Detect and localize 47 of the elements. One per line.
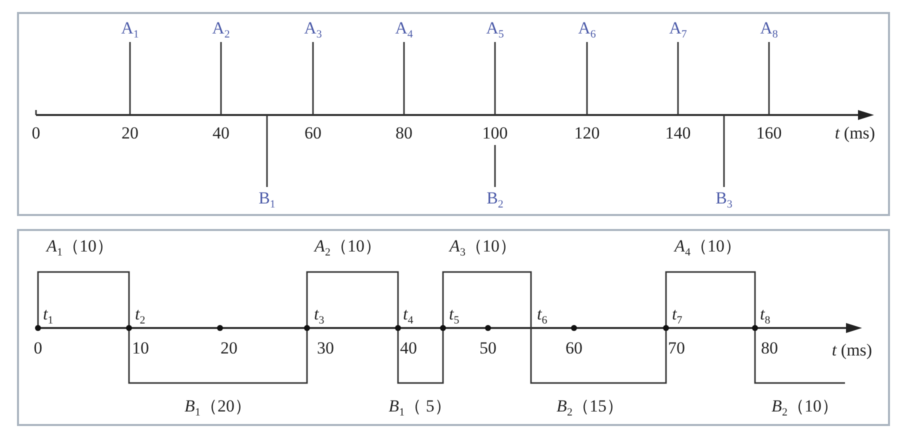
time-point-label: t$_{3}$	[314, 305, 324, 327]
tick-value: 100	[482, 124, 508, 142]
event-label: A$_{8}$	[760, 19, 778, 41]
tick-value: 20	[220, 340, 238, 356]
event-label: A$_{5}$	[486, 19, 504, 41]
tick-value: 140	[665, 124, 691, 142]
task-duration-label: A$_{1}$（10）	[46, 237, 114, 259]
time-point-label: t$_{2}$	[135, 305, 146, 327]
tick-value: 60	[566, 340, 582, 356]
event-label: B$_{2}$	[486, 189, 504, 211]
tick-value: 40	[212, 124, 230, 142]
tick-value: 80	[396, 124, 412, 142]
tick-value: 120	[574, 124, 600, 142]
task-duration-label: B$_{2}$（10）	[772, 397, 838, 419]
tick-value: 70	[668, 340, 685, 356]
tick-value: 80	[761, 340, 778, 356]
tick-value: 50	[480, 340, 496, 356]
time-point-label: t$_{1}$	[43, 305, 54, 327]
axis-label: t (ms)	[834, 124, 876, 142]
task-duration-label: B$_{1}$（ 5）	[388, 397, 452, 419]
event-label: A$_{6}$	[578, 19, 596, 41]
tick-value: 0	[32, 124, 40, 142]
time-point-label: t$_{7}$	[672, 305, 682, 327]
tick-value: 40	[400, 340, 417, 356]
task-duration-label: B$_{2}$（15）	[556, 397, 624, 419]
event-label: A$_{7}$	[669, 19, 687, 41]
event-label: A$_{4}$	[395, 19, 413, 41]
tick-value: 0	[34, 340, 42, 356]
task-duration-label: A$_{4}$（10）	[674, 237, 742, 259]
time-point-label: t$_{4}$	[403, 305, 414, 327]
tick-value: 20	[122, 124, 138, 142]
time-point-label: t$_{6}$	[537, 305, 548, 327]
task-duration-label: A$_{2}$（10）	[314, 237, 382, 259]
time-point-label: t$_{8}$	[760, 305, 770, 327]
event-label: B$_{3}$	[716, 189, 732, 211]
event-label: A$_{3}$	[304, 19, 322, 41]
time-point-label: t$_{5}$	[449, 305, 460, 327]
event-label: A$_{1}$	[121, 19, 139, 41]
tick-value: 10	[132, 340, 149, 356]
event-label: B$_{1}$	[258, 189, 276, 211]
tick-value: 160	[756, 124, 782, 142]
event-label: A$_{2}$	[212, 19, 230, 41]
tick-value: 30	[317, 340, 334, 356]
axis-label: t (ms)	[832, 342, 872, 358]
task-duration-label: A$_{3}$（10）	[450, 237, 516, 259]
task-duration-label: B$_{1}$（20）	[184, 397, 252, 419]
tick-value: 60	[304, 124, 322, 142]
